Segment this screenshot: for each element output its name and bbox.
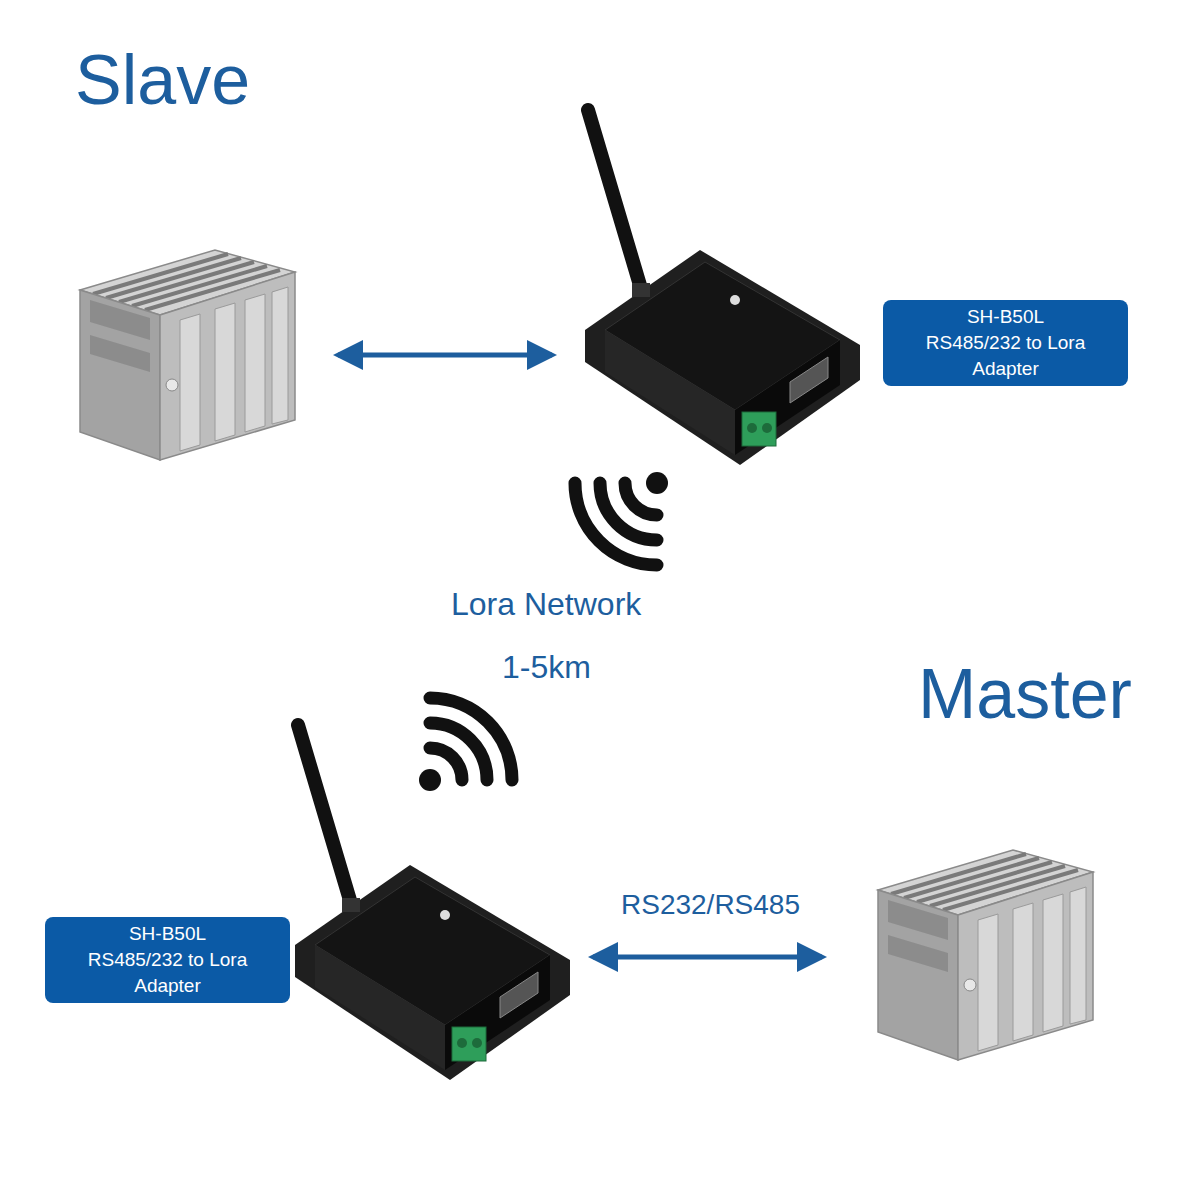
serial-arrow [338,353,552,358]
network-label: 1-5km [502,648,591,686]
adapter-label-box: SH-B50LRS485/232 to Lora Adapter [883,300,1128,386]
model-description: RS485/232 to Lora Adapter [891,330,1120,382]
wireless-symbol [575,472,668,565]
role-label: Master [918,652,1132,736]
network-label: RS232/RS485 [621,888,800,922]
model-name: SH-B50L [129,921,206,947]
lora-adapter-slave [585,110,860,465]
model-description: RS485/232 to Lora Adapter [53,947,282,999]
role-label: Slave [75,38,250,122]
adapter-label-box: SH-B50LRS485/232 to Lora Adapter [45,917,290,1003]
serial-arrow [593,955,822,960]
network-label: Lora Network [451,585,641,623]
plc-master [878,850,1093,1060]
plc-slave [80,250,295,460]
model-name: SH-B50L [967,304,1044,330]
lora-adapter-master [295,725,570,1080]
wireless-symbol [419,698,512,791]
